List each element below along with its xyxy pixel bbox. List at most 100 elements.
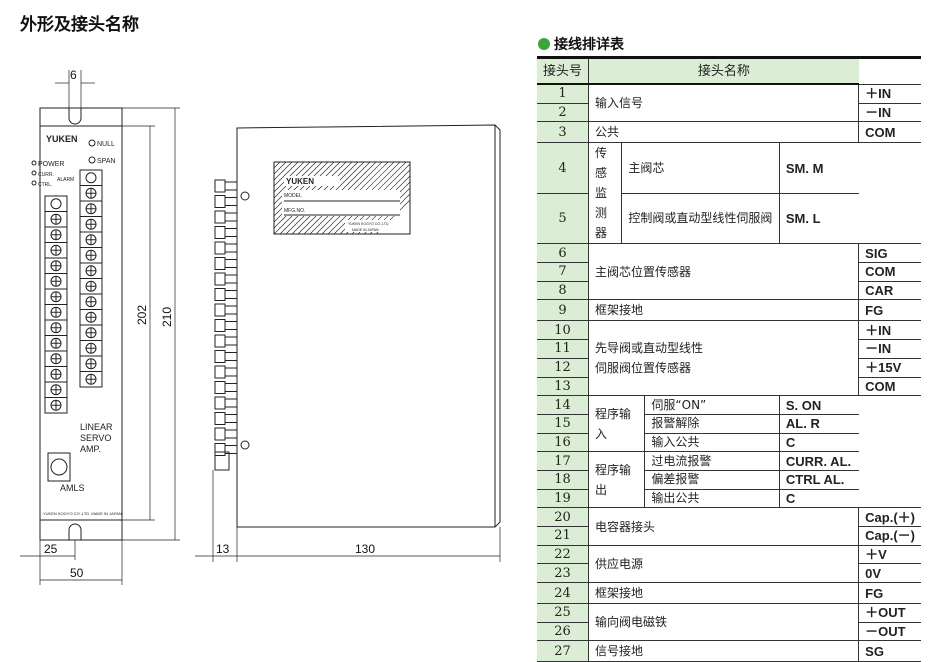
terminal-number: 18 [537,469,590,490]
dim-inner-height: 202 [135,305,149,325]
terminal-number: 8 [537,280,590,301]
terminal-group-name: 框架接地 [588,299,860,322]
table-row: 21 Cap.(－) [537,526,921,546]
header-terminal-name: 接头名称 [588,57,859,85]
terminal-sub-name: 伺服“ON” [644,395,780,415]
terminal-screw-icon [85,172,97,184]
terminal-signal: C [778,432,859,453]
terminal-sub-name: 主阀芯 [621,142,780,194]
side-view: YUKEN MODEL MFG.NO. YUKEN KOGYO CO.,LTD.… [214,124,501,528]
model-label: AMLS [60,483,85,493]
terminal-screw-icon [50,198,62,210]
page-title: 外形及接头名称 [20,15,139,35]
span-label: SPAN [97,158,116,165]
terminal-sub-name: 控制阀或直动型线性伺服阀 [621,192,780,245]
terminal-signal: Cap.(－) [858,526,921,546]
front-dimensions [20,70,180,585]
terminal-number: 23 [537,563,590,584]
terminal-sub-name: 报警解除 [644,413,780,434]
terminal-signal: CURR. AL. [778,451,859,471]
terminal-signal: SIG [858,243,921,264]
null-label: NULL [97,141,115,148]
terminal-signal: AL. R [778,413,859,434]
nameplate-model: MODEL [284,193,302,199]
terminal-number: 12 [537,357,590,378]
alarm-label: ALARM [57,177,74,183]
terminal-number: 24 [537,582,590,605]
curr-led-label: CURR. [38,172,54,178]
terminal-number: 3 [537,121,590,144]
terminal-signal: ＋IN [858,83,921,104]
terminal-signal: COM [858,121,921,144]
terminal-group-name: 主阀芯位置传感器 [588,243,860,301]
terminal-signal: C [778,488,859,509]
product-line2: SERVO [80,433,111,443]
terminal-signal: ＋V [858,544,921,565]
terminal-group-name: 电容器接头 [588,507,860,546]
terminal-number: 1 [537,83,590,104]
terminal-signal: Cap.(＋) [858,507,921,527]
terminal-number: 10 [537,320,590,341]
terminal-signal: ＋IN [858,320,921,341]
terminal-sub-name: 过电流报警 [644,451,780,471]
terminal-number: 27 [537,640,590,662]
terminal-group-name: 程序输出 [588,451,646,509]
null-trimmer-icon [88,139,96,147]
terminal-signal: COM [858,376,921,397]
front-maker-label: YUKEN KOGYO CO.,LTD. MADE IN JAPAN [43,511,122,516]
terminal-signal: －IN [858,339,921,359]
terminal-number: 2 [537,102,590,123]
terminal-signal: ＋OUT [858,603,921,623]
terminal-number: 7 [537,262,590,282]
terminal-signal: CTRL AL. [778,469,859,490]
terminal-group-name: 公共 [588,121,860,144]
ctrl-led-label: CTRL. [38,182,52,188]
terminal-number: 16 [537,432,590,453]
table-row: 12＋15V [537,357,921,378]
table-title-text: 接线排详表 [554,37,624,53]
dim-width: 50 [70,566,84,580]
terminal-group-name: 输入信号 [588,83,860,123]
terminal-signal: FG [858,582,921,605]
nameplate-mfg-no: MFG.NO. [284,208,305,214]
terminal-number: 22 [537,544,590,565]
terminal-signal: －IN [858,102,921,123]
dim-terminal-depth: 13 [216,542,230,556]
terminal-group-name: 供应电源 [588,544,860,584]
side-brand-logo: YUKEN [286,177,314,186]
nameplate-maker: YUKEN KOGYO CO.,LTD. [348,222,389,226]
terminal-group-name: 框架接地 [588,582,860,605]
terminal-signal: S. ON [778,395,859,415]
terminal-number: 4 [537,142,590,194]
table-title: 接线排详表 [538,34,624,54]
terminal-number: 17 [537,451,590,471]
terminal-number: 21 [537,526,590,546]
terminal-signal: SM. L [778,192,859,245]
table-row: 7 COM [537,262,921,282]
product-line3: AMP. [80,444,101,454]
terminal-number: 14 [537,395,590,415]
front-view: YUKEN NULL SPAN POWER CURR. CTRL. ALARM … [31,107,123,541]
dim-half-width: 25 [44,542,58,556]
terminal-sub-name: 输出公共 [644,488,780,509]
terminal-signal: 0V [858,563,921,584]
terminal-signal: COM [858,262,921,282]
outline-drawing: YUKEN NULL SPAN POWER CURR. CTRL. ALARM … [20,68,501,585]
